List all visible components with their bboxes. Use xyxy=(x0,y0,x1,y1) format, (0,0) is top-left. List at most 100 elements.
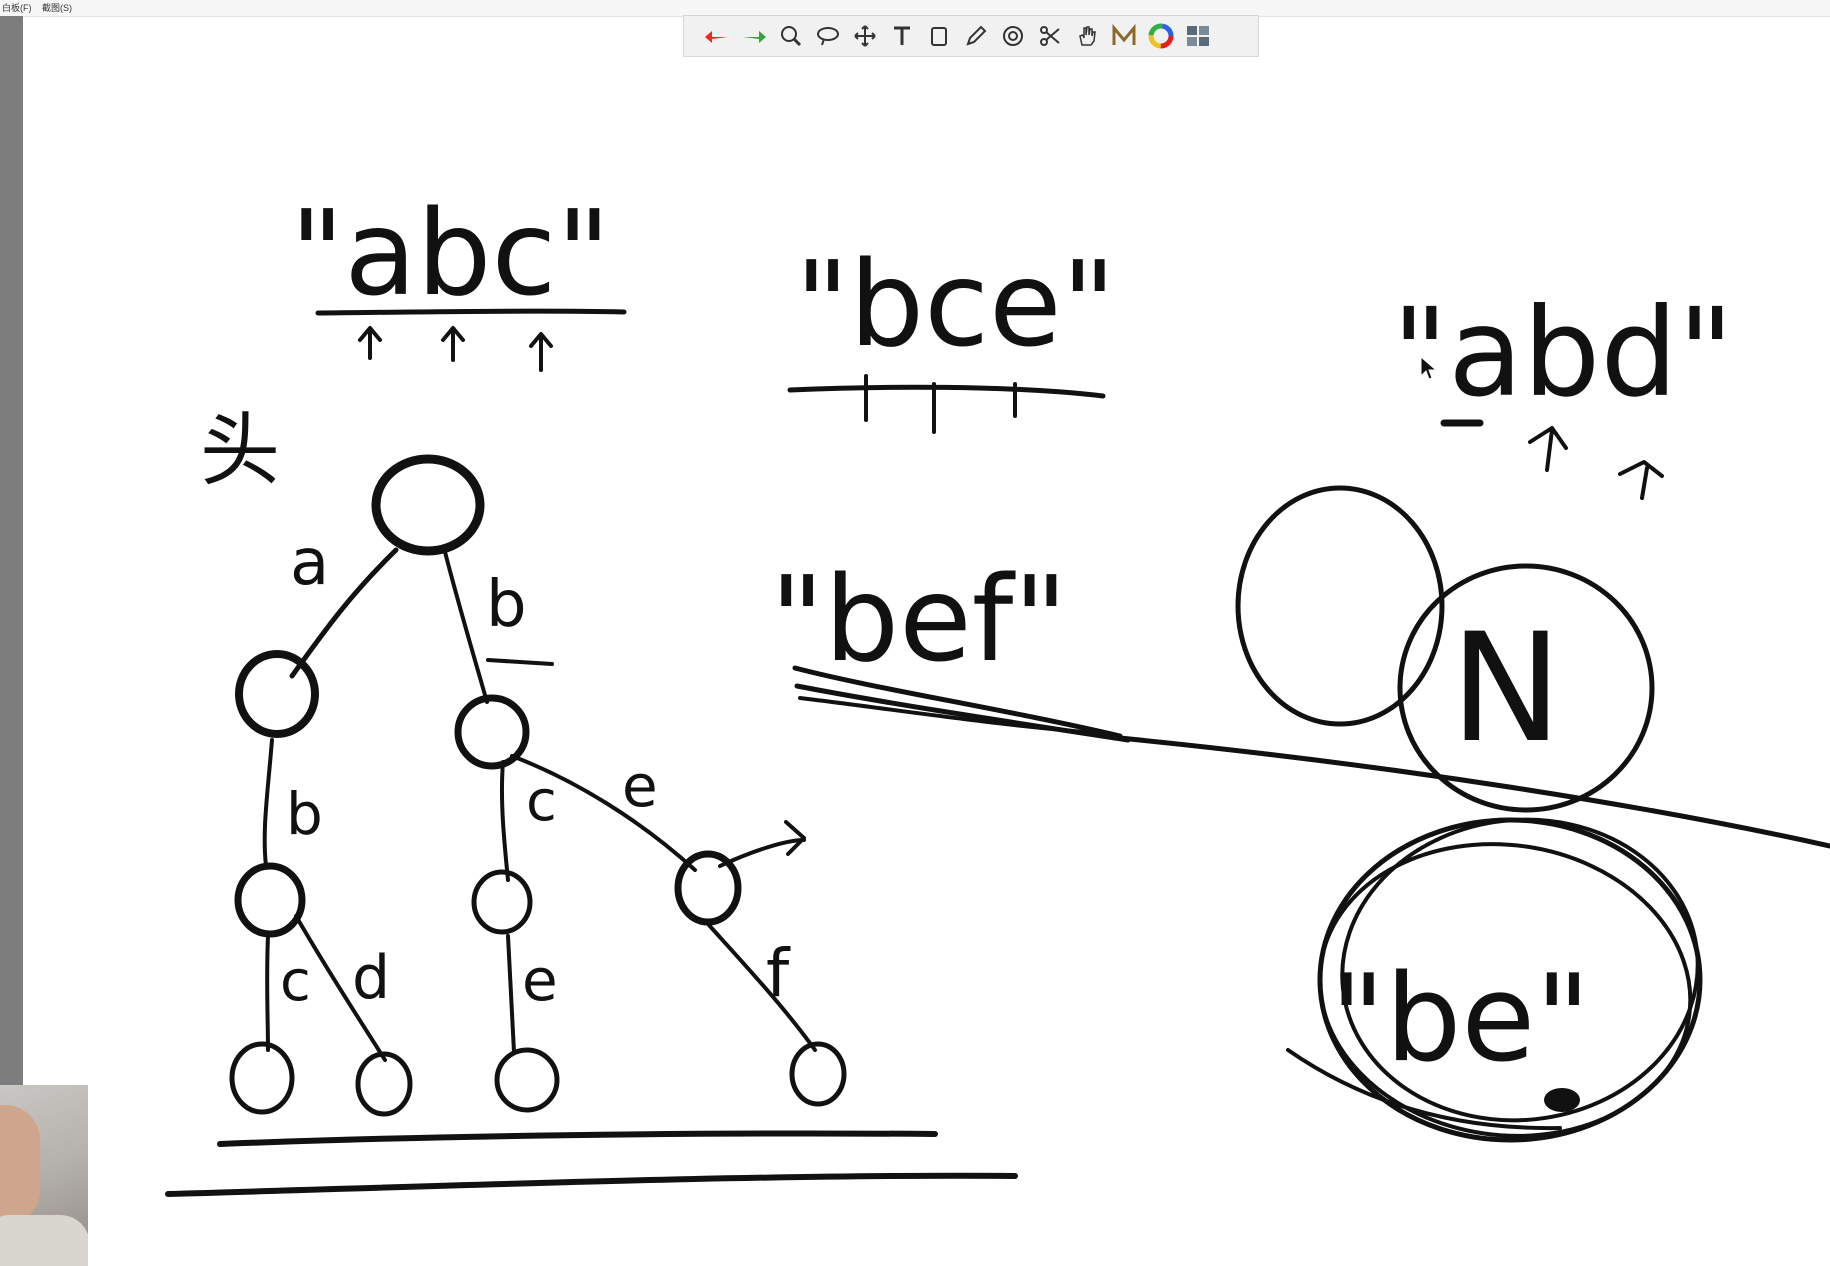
null-circles: N xyxy=(1235,485,1655,813)
presenter-shirt xyxy=(0,1215,88,1266)
edge-b-c xyxy=(499,760,510,882)
word-be-text: "be" xyxy=(1330,950,1590,1089)
scissors-icon xyxy=(1039,26,1060,46)
strike-bef xyxy=(792,665,1123,739)
trie-diagram: 头 a b b xyxy=(165,404,1018,1197)
edge-label: b xyxy=(486,568,527,642)
edge-b-e xyxy=(510,754,697,872)
scribble-circle xyxy=(1317,842,1693,1138)
word-abc-text: "abc" xyxy=(290,184,611,322)
pen-icon xyxy=(965,25,986,46)
pointer-arrow xyxy=(358,326,382,360)
word-abd: "abd" xyxy=(1392,282,1734,500)
grid-icon xyxy=(1186,26,1209,46)
edge-label: e xyxy=(622,752,658,820)
undo-button[interactable] xyxy=(698,19,735,53)
webcam-overlay xyxy=(0,1085,88,1266)
bottom-stroke xyxy=(165,1172,1018,1197)
dot-mark xyxy=(1544,1088,1580,1112)
pen-button[interactable] xyxy=(957,19,994,53)
edge-label: c xyxy=(526,769,557,834)
whiteboard-toolbar xyxy=(683,15,1259,57)
lasso-button[interactable] xyxy=(809,19,846,53)
word-bce: "bce" xyxy=(787,235,1116,434)
shape-button[interactable] xyxy=(920,19,957,53)
trie-node xyxy=(471,869,533,935)
edge-a-b xyxy=(262,738,274,868)
trie-leaf xyxy=(229,1041,295,1115)
pointer-arrow xyxy=(1618,460,1664,500)
underline-abc xyxy=(315,308,627,316)
menu-whiteboard[interactable]: 白板(F) xyxy=(2,3,32,13)
word-bef: "bef" xyxy=(770,550,1830,849)
text-tool-button[interactable] xyxy=(883,19,920,53)
shape-icon xyxy=(930,27,947,46)
undo-icon xyxy=(704,31,728,43)
circle-null xyxy=(1397,563,1655,813)
edge-root-b xyxy=(443,550,489,704)
bottom-stroke xyxy=(217,1130,938,1147)
word-be: "be" xyxy=(1286,817,1703,1143)
zoom-icon xyxy=(780,26,801,47)
edge-label: f xyxy=(766,935,791,1012)
tick-marks xyxy=(864,374,1017,434)
pointer-arrow xyxy=(529,332,553,372)
scribble-stroke xyxy=(1286,1048,1562,1131)
long-stroke xyxy=(1117,735,1830,849)
stamp-icon xyxy=(1002,26,1023,46)
pointer-arrow xyxy=(441,326,465,362)
edge-label: a xyxy=(290,526,329,600)
grid-button[interactable] xyxy=(1179,19,1216,53)
underline-b xyxy=(486,658,554,666)
move-button[interactable] xyxy=(846,19,883,53)
presenter-face xyxy=(0,1105,40,1225)
trie-leaf xyxy=(494,1047,560,1113)
edge-label: b xyxy=(286,780,323,848)
trie-node xyxy=(674,850,742,926)
hand-icon xyxy=(1078,26,1096,46)
redo-icon xyxy=(742,31,766,43)
stamp-button[interactable] xyxy=(994,19,1031,53)
word-abc: "abc" xyxy=(290,184,627,372)
edge-be-f xyxy=(706,922,817,1052)
word-abd-text: "abd" xyxy=(1392,282,1734,424)
color-wheel-icon xyxy=(1148,23,1173,49)
color-picker-button[interactable] xyxy=(1142,19,1179,53)
menu-screenshot[interactable]: 截图(S) xyxy=(42,3,72,13)
text-tool-icon xyxy=(893,26,910,45)
arrow-stroke xyxy=(718,820,806,868)
strike-bce xyxy=(787,384,1106,399)
null-label: N xyxy=(1450,602,1562,776)
circle-empty xyxy=(1235,485,1445,727)
edge-label: c xyxy=(280,949,311,1014)
scissors-button[interactable] xyxy=(1031,19,1068,53)
scribble-circle xyxy=(1340,817,1700,1123)
edge-label: d xyxy=(352,943,390,1013)
left-panel-edge xyxy=(0,16,23,1086)
redo-button[interactable] xyxy=(735,19,772,53)
edge-ab-c xyxy=(265,934,270,1052)
trie-node-root xyxy=(371,454,485,556)
lasso-icon xyxy=(816,27,839,46)
root-label: 头 xyxy=(200,404,280,497)
pointer-arrow xyxy=(1528,426,1568,472)
strike-bef xyxy=(798,696,1112,736)
trie-node xyxy=(234,862,306,938)
hand-button[interactable] xyxy=(1068,19,1105,53)
edge-label: e xyxy=(522,946,558,1014)
mouse-cursor-icon xyxy=(1420,356,1438,380)
trie-node xyxy=(454,694,530,770)
zoom-button[interactable] xyxy=(772,19,809,53)
word-bef-text: "bef" xyxy=(770,550,1068,688)
edge-ab-d xyxy=(294,914,387,1062)
trie-leaf xyxy=(789,1041,847,1107)
marker-icon xyxy=(1112,24,1135,45)
word-bce-text: "bce" xyxy=(795,235,1116,373)
trie-leaf xyxy=(355,1051,413,1117)
trie-node xyxy=(235,650,319,738)
edge-bc-e xyxy=(506,934,516,1054)
move-icon xyxy=(853,25,876,47)
marker-button[interactable] xyxy=(1105,19,1142,53)
